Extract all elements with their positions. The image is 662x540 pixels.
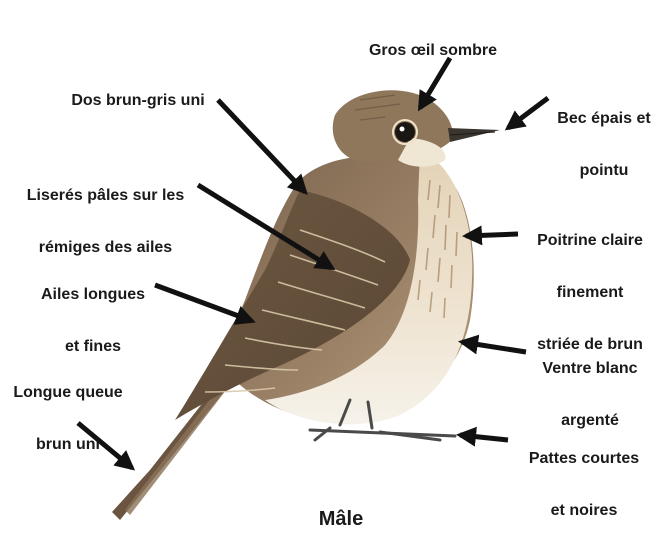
arrow-breast [466,234,518,236]
label-legs-line2: et noires [514,498,654,524]
label-eye-text: Gros œil sombre [369,42,497,59]
arrow-eye [420,58,450,108]
label-legs: Pattes courtes et noires [514,420,654,540]
label-legs-line1: Pattes courtes [514,446,654,472]
label-tail-line1: Longue queue [4,380,132,406]
label-tail: Longue queue brun uni [4,354,132,484]
label-breast-line1: Poitrine claire [522,228,658,254]
arrow-wing-edges [198,185,332,268]
label-breast-line2: finement [522,280,658,306]
label-back: Dos brun-gris uni [58,62,218,114]
label-beak: Bec épais et pointu [548,80,660,210]
label-beak-line1: Bec épais et [548,106,660,132]
arrow-beak [508,98,548,128]
arrow-back [218,100,305,192]
label-wings-line1: Ailes longues [28,282,158,308]
label-back-text: Dos brun-gris uni [71,92,204,109]
figure-caption: Mâle [306,508,376,531]
label-beak-line2: pointu [548,158,660,184]
arrow-belly [462,342,526,352]
label-tail-line2: brun uni [4,432,132,458]
arrow-legs [460,435,508,440]
label-belly-line1: Ventre blanc [528,356,652,382]
label-eye: Gros œil sombre [348,12,518,64]
label-wing-edges-line1: Liserés pâles sur les [8,183,203,209]
arrow-wings [155,285,252,321]
